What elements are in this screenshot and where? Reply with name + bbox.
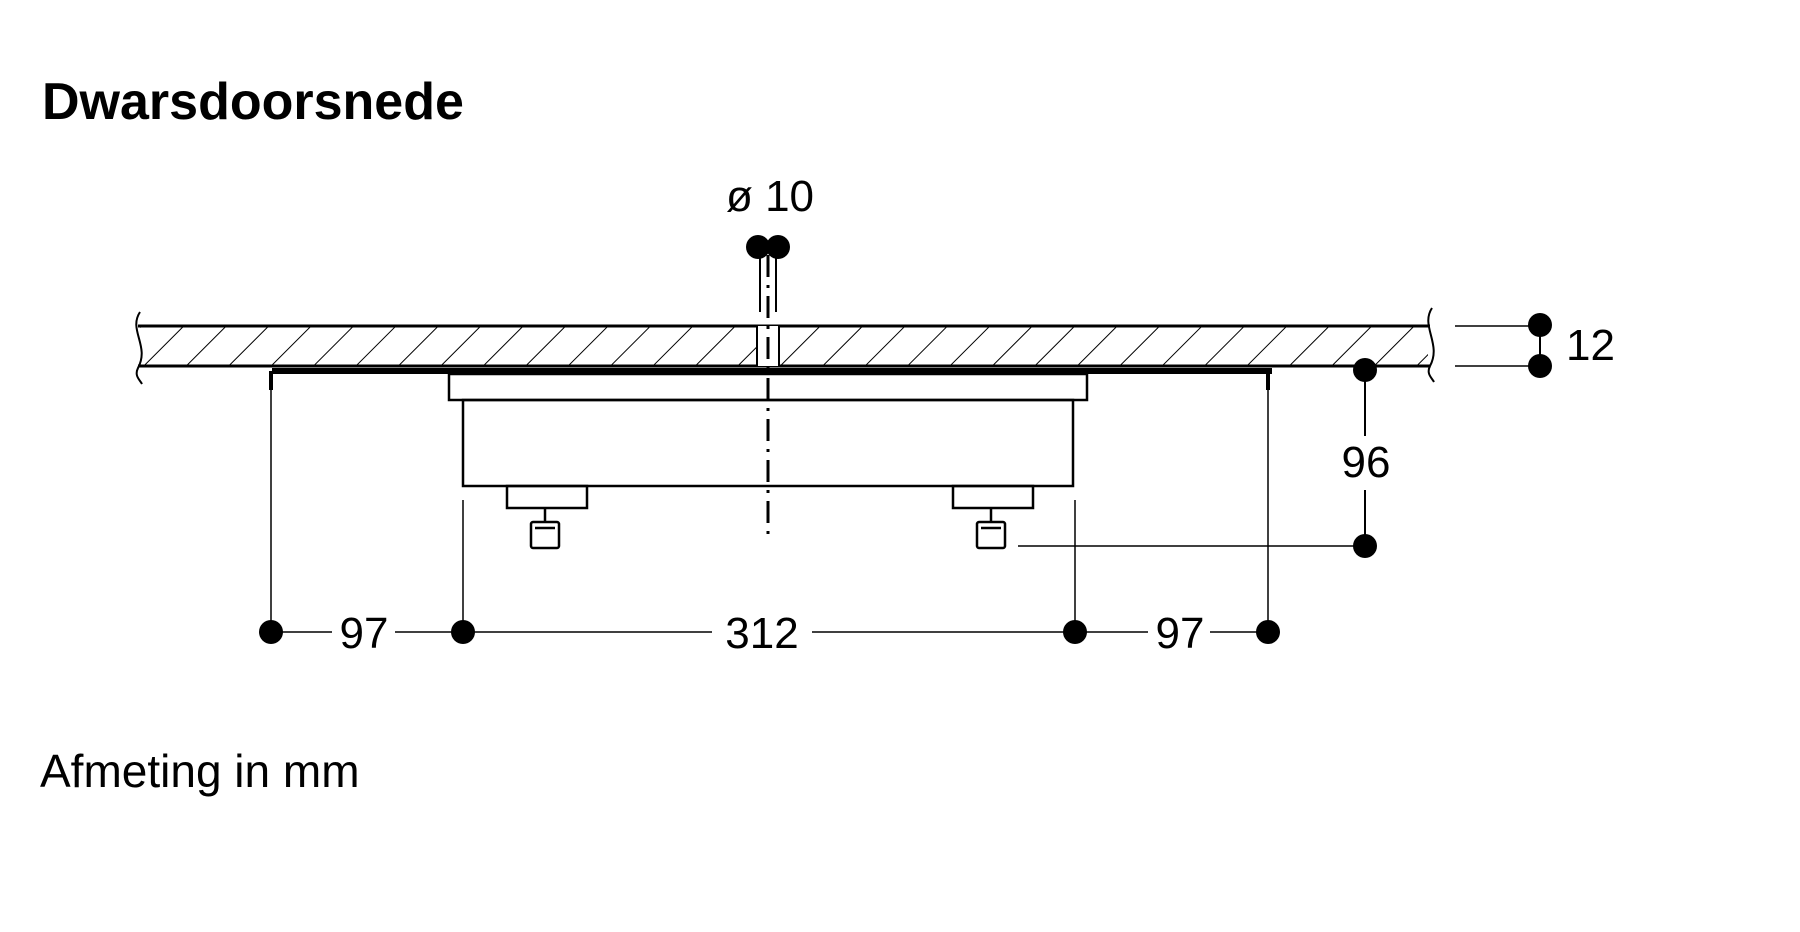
depth-label: 96 xyxy=(1342,438,1391,487)
diameter-label: ø 10 xyxy=(726,172,814,221)
units-caption: Afmeting in mm xyxy=(40,745,360,797)
hob-glass-plate xyxy=(269,368,1272,390)
worktop-section xyxy=(135,307,1435,385)
extension-lines xyxy=(270,390,1269,632)
thickness-dimension xyxy=(1455,313,1552,378)
width-dimension-markers xyxy=(259,620,1280,644)
diameter-markers xyxy=(746,235,790,259)
depth-dimension xyxy=(1018,358,1377,558)
page-title: Dwarsdoorsnede xyxy=(42,73,464,131)
center-width-label: 312 xyxy=(725,609,798,658)
right-offset-label: 97 xyxy=(1156,609,1205,658)
left-offset-label: 97 xyxy=(340,609,389,658)
thickness-label: 12 xyxy=(1566,321,1615,370)
